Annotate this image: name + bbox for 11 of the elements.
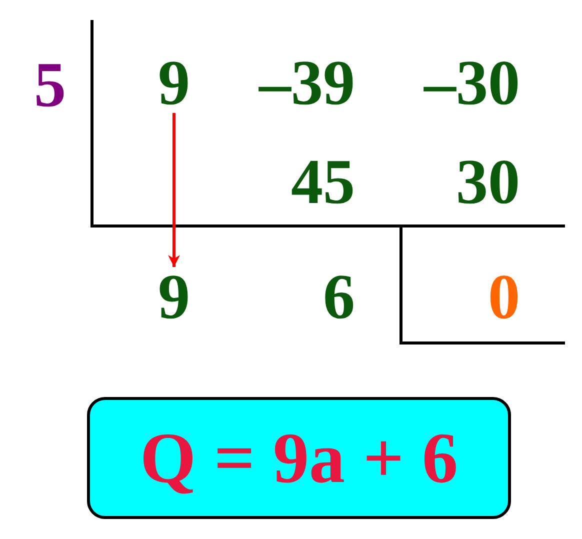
- result-number: 6: [323, 269, 355, 325]
- coefficient-number: 9: [158, 55, 190, 111]
- divisor-number: 5: [34, 57, 66, 113]
- coefficient-number: –39: [259, 55, 355, 111]
- remainder-number: 0: [488, 269, 520, 325]
- result-number: 9: [158, 269, 190, 325]
- coefficient-number: –30: [424, 55, 520, 111]
- arrow: [168, 113, 180, 267]
- product-number: 30: [456, 154, 520, 210]
- quotient-box: Q = 9a + 6: [87, 397, 511, 519]
- product-number: 45: [291, 154, 355, 210]
